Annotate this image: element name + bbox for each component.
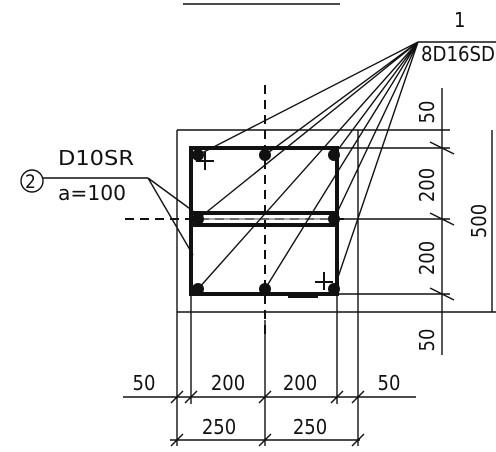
link-mark-circle: [20, 169, 44, 193]
right-dimension-lines: [337, 88, 496, 355]
dim-right-4: 50: [415, 329, 439, 352]
link-mark-callout: [20, 169, 194, 256]
dim-bottom-3: 200: [283, 371, 317, 395]
dim-bottom-half-2: 250: [293, 415, 327, 439]
bar-leader-lines: [197, 41, 496, 290]
concrete-outline: [176, 129, 359, 313]
link-mark-number: 2: [25, 171, 36, 193]
dim-bottom-half-1: 250: [202, 415, 236, 439]
link-mark-spacing: a=100: [58, 181, 126, 205]
dim-bottom-1: 50: [133, 371, 156, 395]
dim-bottom-2: 200: [211, 371, 245, 395]
dim-right-2: 200: [415, 168, 439, 202]
dim-right-total: 500: [467, 204, 491, 238]
stirrup-hooks: [196, 152, 333, 298]
link-mark-spec: D10SR: [58, 146, 134, 170]
dim-right-3: 200: [415, 241, 439, 275]
dim-bottom-4: 50: [378, 371, 401, 395]
bottom-dimension-lines: [123, 294, 416, 447]
dim-right-1: 50: [415, 101, 439, 124]
bar-mark-spec: 8D16SD: [421, 42, 495, 66]
bar-mark-number: 1: [454, 8, 465, 32]
